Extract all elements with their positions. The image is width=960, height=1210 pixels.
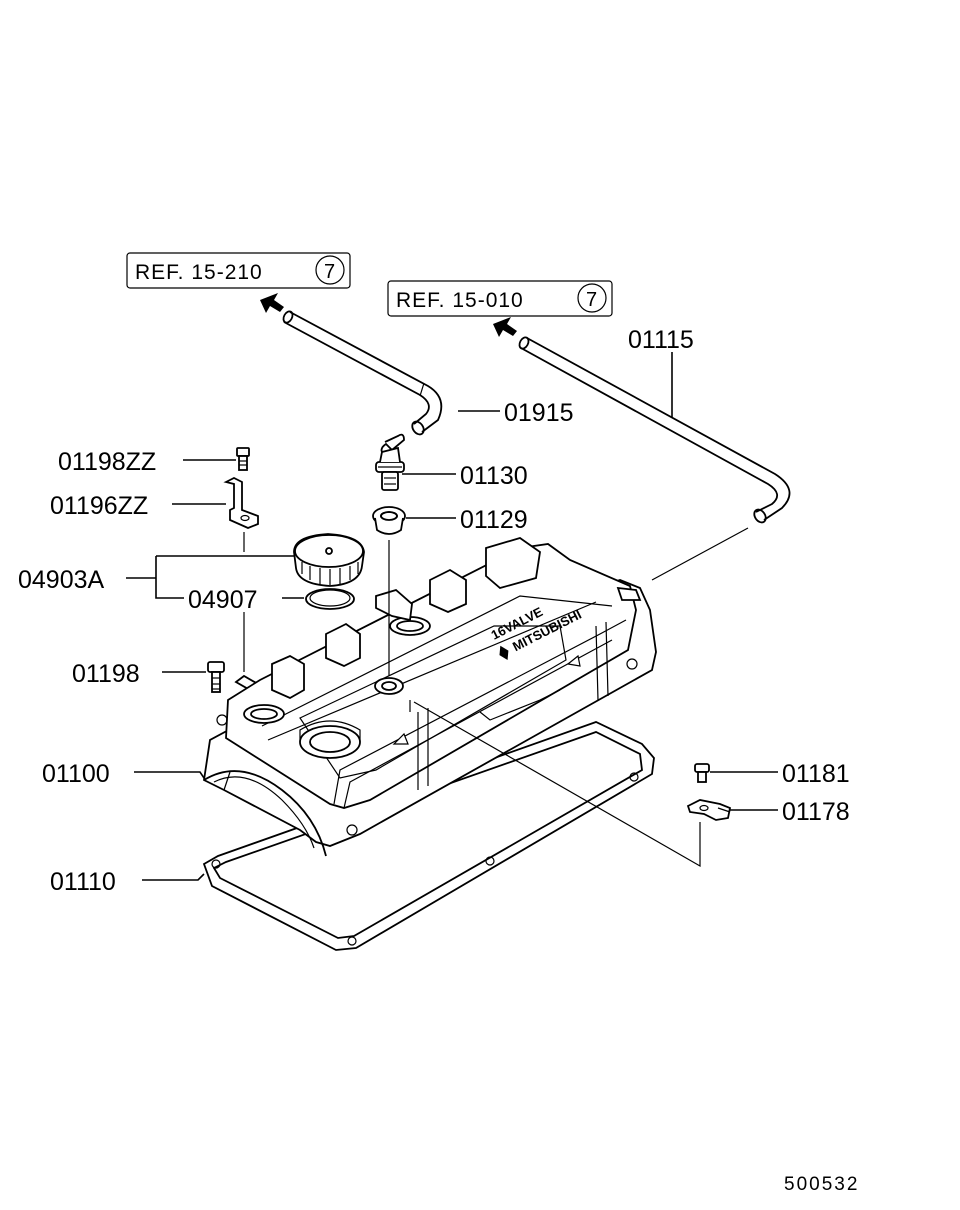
- ref-circle: [577, 283, 607, 313]
- oil-filler-cap-04903A: [293, 533, 365, 587]
- ref-label: REF. 15-210: [135, 261, 263, 284]
- label-01130[interactable]: 01130: [460, 462, 528, 490]
- label-01181[interactable]: 01181: [782, 760, 850, 788]
- label-01198[interactable]: 01198: [72, 660, 140, 688]
- ref-circle-number: 7: [324, 261, 335, 283]
- label-01196ZZ[interactable]: 01196ZZ: [50, 492, 148, 520]
- ref-label: REF. 15-010: [396, 289, 524, 312]
- o-ring-04907: [305, 588, 355, 610]
- rocker-cover-01100: 16VALVE MITSUBISHI: [203, 537, 657, 857]
- three-diamond-logo-icon: [499, 645, 509, 661]
- leader-lines: [126, 352, 778, 881]
- label-04903A[interactable]: 04903A: [18, 566, 105, 594]
- grommet-01129: [372, 506, 406, 535]
- label-01178[interactable]: 01178: [782, 798, 850, 826]
- bolt-01198: [207, 661, 225, 693]
- label-01915[interactable]: 01915: [504, 399, 574, 427]
- part-labels: 01115 01915 01198ZZ 01130 01196ZZ 01129 …: [18, 326, 850, 896]
- bracket-01196ZZ: [223, 476, 259, 529]
- ref-box-15-210[interactable]: REF. 15-210 7: [126, 252, 351, 289]
- label-01115[interactable]: 01115: [628, 326, 694, 354]
- breather-hose-01915: [282, 310, 443, 436]
- label-01129[interactable]: 01129: [460, 506, 528, 534]
- pcv-valve-01130: [375, 433, 405, 491]
- bolt-01198ZZ: [236, 447, 250, 471]
- arrow-to-ref-15-210: [260, 293, 284, 313]
- ref-box-15-010[interactable]: REF. 15-010 7: [387, 280, 613, 317]
- label-01198ZZ[interactable]: 01198ZZ: [58, 448, 156, 476]
- label-01110[interactable]: 01110: [50, 868, 116, 896]
- label-04907[interactable]: 04907: [188, 586, 258, 614]
- label-01100[interactable]: 01100: [42, 760, 110, 788]
- arrow-to-ref-15-010: [493, 317, 517, 337]
- ref-circle: [315, 255, 345, 285]
- ref-circle-number: 7: [586, 289, 597, 311]
- screw-01181: [694, 763, 710, 783]
- diagram-code: 500532: [784, 1174, 859, 1195]
- pcv-hose-01115: [518, 336, 791, 524]
- clamp-01178: [686, 799, 732, 821]
